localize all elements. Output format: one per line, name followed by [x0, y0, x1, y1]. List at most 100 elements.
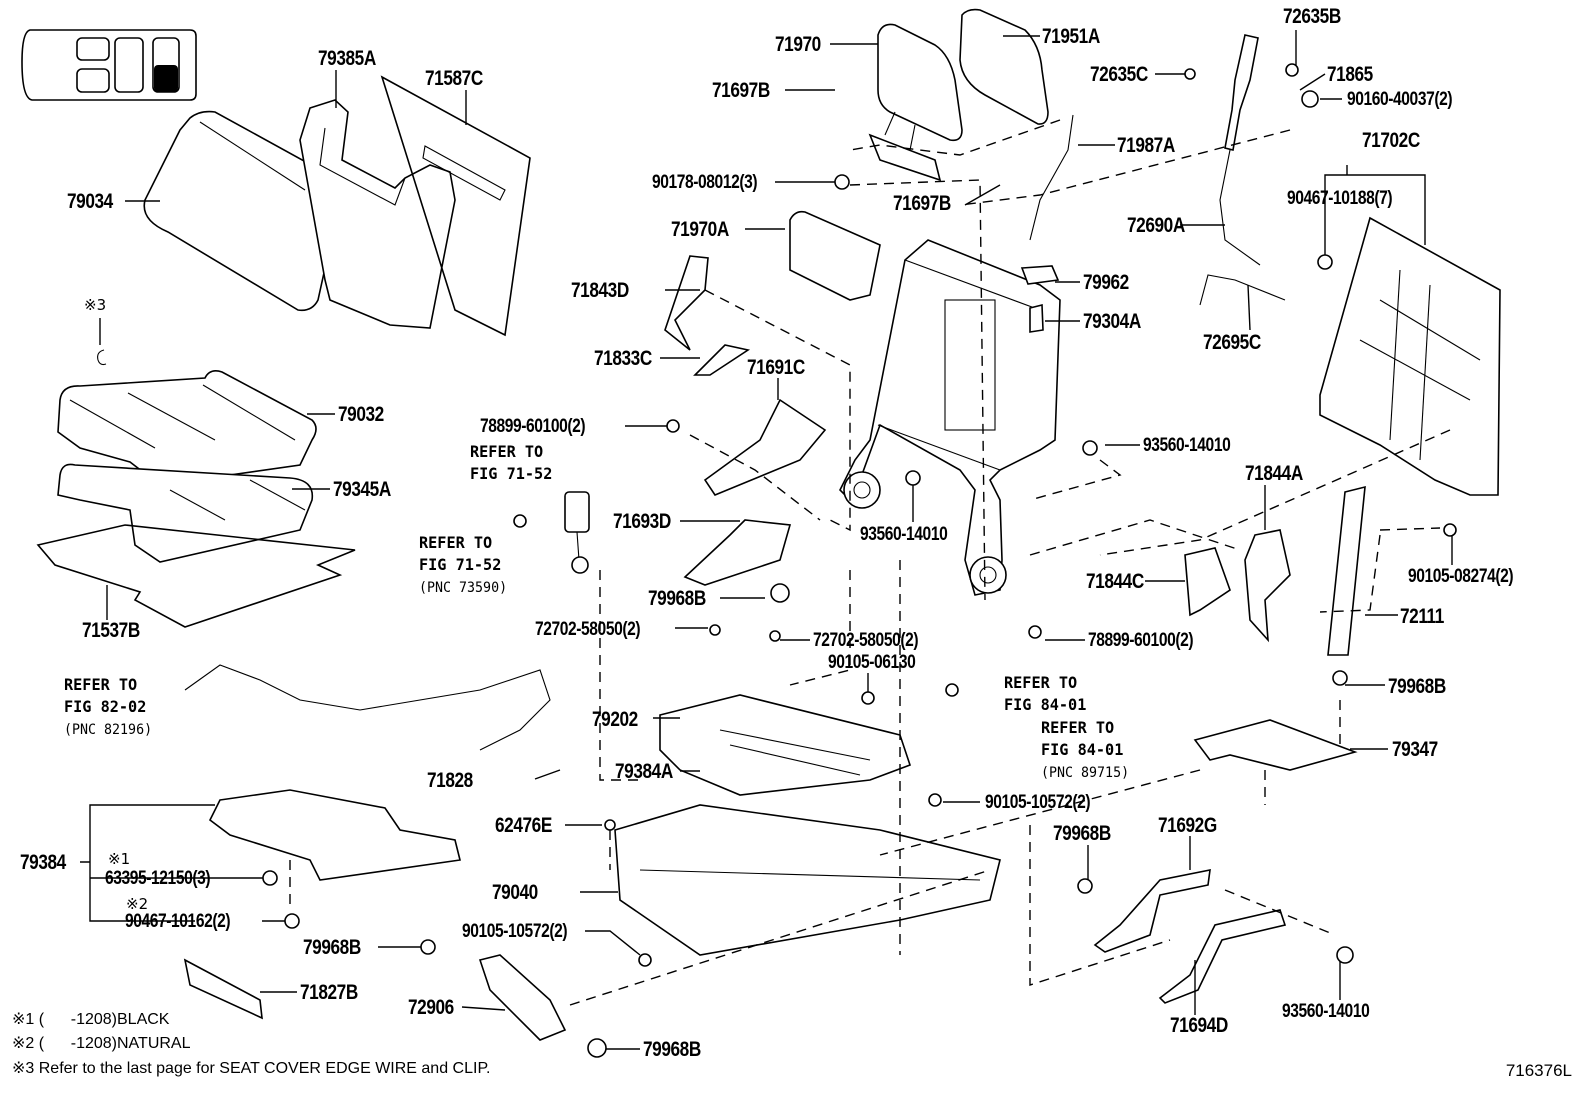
headrest-guide-71970A [789, 210, 881, 301]
part-label-90467-10162[interactable]: 90467-10162(2) [125, 911, 231, 932]
part-label-71691C[interactable]: 71691C [747, 356, 805, 379]
part-label-62476E[interactable]: 62476E [495, 814, 552, 837]
part-label-79968B-lowleft[interactable]: 79968B [303, 936, 361, 959]
reference-pnc: (PNC 89715) [1041, 765, 1130, 781]
cable-72695C [1199, 274, 1286, 306]
reference-line: REFER TO [419, 533, 493, 552]
assembly-guide-lines [289, 119, 1451, 1006]
part-label-71694D[interactable]: 71694D [1170, 1014, 1228, 1037]
part-label-79968B-mid[interactable]: 79968B [648, 587, 706, 610]
hinge-cover-71691C [703, 398, 827, 496]
part-label-72906[interactable]: 72906 [408, 996, 454, 1019]
reference-line: REFER TO [470, 442, 544, 461]
seat-cushion-79032 [57, 370, 317, 486]
part-label-78899-60100-right[interactable]: 78899-60100(2) [1088, 630, 1194, 651]
reference-line: REFER TO [1041, 718, 1115, 737]
part-label-93560-14010-mid[interactable]: 93560-14010 [860, 524, 948, 545]
part-label-63395-12150[interactable]: 63395-12150(3) [105, 868, 211, 889]
reference-sensor-84-01[interactable]: REFER TO FIG 84-01 (PNC 89715) [1041, 717, 1129, 784]
part-label-72702-58050-right[interactable]: 72702-58050(2) [813, 630, 919, 651]
reference-figure: FIG 82-02 [64, 697, 147, 716]
part-label-90178-08012[interactable]: 90178-08012(3) [652, 172, 758, 193]
part-label-90160-40037[interactable]: 90160-40037(2) [1347, 89, 1453, 110]
reference-nut-84-01[interactable]: REFER TO FIG 84-01 [1004, 672, 1086, 716]
part-label-71587C[interactable]: 71587C [425, 67, 483, 90]
part-label-79968B-bottom[interactable]: 79968B [643, 1038, 701, 1061]
part-label-71833C[interactable]: 71833C [594, 347, 652, 370]
reference-wire-harness[interactable]: REFER TO FIG 82-02 (PNC 82196) [64, 674, 152, 741]
seat-position-icon [21, 29, 197, 101]
footnote-2: ※2 ( -1208)NATURAL [12, 1035, 191, 1052]
part-label-71692G[interactable]: 71692G [1158, 814, 1217, 837]
part-label-71843D[interactable]: 71843D [571, 279, 629, 302]
part-label-90105-08274[interactable]: 90105-08274(2) [1408, 566, 1514, 587]
part-label-79304A[interactable]: 79304A [1083, 310, 1141, 333]
part-label-72690A[interactable]: 72690A [1127, 214, 1185, 237]
part-label-79384[interactable]: 79384 [20, 851, 66, 874]
part-label-71828[interactable]: 71828 [427, 769, 473, 792]
part-label-90467-10188[interactable]: 90467-10188(7) [1287, 188, 1393, 209]
part-label-71697B[interactable]: 71697B [712, 79, 770, 102]
part-label-71702C[interactable]: 71702C [1362, 129, 1420, 152]
part-label-78899-60100-left[interactable]: 78899-60100(2) [480, 416, 586, 437]
part-label-79032[interactable]: 79032 [338, 403, 384, 426]
part-label-72695C[interactable]: 72695C [1203, 331, 1261, 354]
reference-seatbelt-anchor[interactable]: REFER TO FIG 71-52 [470, 441, 552, 485]
part-label-71951A[interactable]: 71951A [1042, 25, 1100, 48]
part-label-71865[interactable]: 71865 [1327, 63, 1373, 86]
hinge-cover-71843D [664, 255, 709, 351]
cover-79347 [1193, 719, 1358, 771]
part-label-71693D[interactable]: 71693D [613, 510, 671, 533]
part-label-71970[interactable]: 71970 [775, 33, 821, 56]
footnote-1: ※1 ( -1208)BLACK [12, 1011, 170, 1028]
figure-id: 716376L [1505, 1061, 1572, 1080]
part-label-79202[interactable]: 79202 [592, 708, 638, 731]
part-label-90105-06130[interactable]: 90105-06130 [828, 652, 916, 673]
part-label-72111[interactable]: 72111 [1400, 605, 1444, 628]
part-label-79040[interactable]: 79040 [492, 881, 538, 904]
headrest-cover-71951A [959, 8, 1049, 125]
part-label-71827B[interactable]: 71827B [300, 981, 358, 1004]
reference-seatbelt-buckle[interactable]: REFER TO FIG 71-52 (PNC 73590) [419, 532, 507, 599]
part-label-79345A[interactable]: 79345A [333, 478, 391, 501]
part-label-93560-14010-bottom[interactable]: 93560-14010 [1282, 1001, 1370, 1022]
trim-71827B [183, 958, 263, 1020]
bracket-79304A [1029, 303, 1044, 333]
part-label-90105-10572-mid[interactable]: 90105-10572(2) [985, 792, 1091, 813]
part-label-93560-14010-right[interactable]: 93560-14010 [1143, 435, 1231, 456]
part-label-72635B[interactable]: 72635B [1283, 5, 1341, 28]
reference-figure: FIG 71-52 [419, 555, 502, 574]
part-label-71987A[interactable]: 71987A [1117, 134, 1175, 157]
note-mark-2: ※2 [126, 895, 149, 913]
part-label-79962[interactable]: 79962 [1083, 271, 1129, 294]
seatback-cover-79034 [143, 110, 343, 312]
part-label-71844A[interactable]: 71844A [1245, 462, 1303, 485]
part-label-71844C[interactable]: 71844C [1086, 570, 1144, 593]
reference-line: REFER TO [64, 675, 138, 694]
highlighted-seat-indicator [154, 65, 178, 92]
fasteners [97, 63, 1457, 1058]
part-label-71537B[interactable]: 71537B [82, 619, 140, 642]
reference-figure: FIG 71-52 [470, 464, 553, 483]
part-label-79034[interactable]: 79034 [67, 190, 113, 213]
part-label-72702-58050-left[interactable]: 72702-58050(2) [535, 619, 641, 640]
part-label-79968B-lowright[interactable]: 79968B [1053, 822, 1111, 845]
part-label-79385A[interactable]: 79385A [318, 47, 376, 70]
part-label-79347[interactable]: 79347 [1392, 738, 1438, 761]
part-label-71697B-lower[interactable]: 71697B [893, 192, 951, 215]
cable-71987A [1029, 114, 1074, 241]
hinge-cover-71693D [683, 519, 792, 586]
part-label-71970A[interactable]: 71970A [671, 218, 729, 241]
cushion-sheet-71537B [36, 524, 356, 628]
wire-harness [184, 664, 551, 751]
part-label-90105-10572-low[interactable]: 90105-10572(2) [462, 921, 568, 942]
part-label-79384A[interactable]: 79384A [615, 760, 673, 783]
hinge-cover-71692G [1093, 868, 1211, 953]
part-label-72635C[interactable]: 72635C [1090, 63, 1148, 86]
cushion-pad-79345A [57, 463, 314, 563]
reference-figure: FIG 84-01 [1004, 695, 1087, 714]
reference-line: REFER TO [1004, 673, 1078, 692]
release-lever-bracket [1224, 34, 1259, 151]
part-label-79968B-right[interactable]: 79968B [1388, 675, 1446, 698]
